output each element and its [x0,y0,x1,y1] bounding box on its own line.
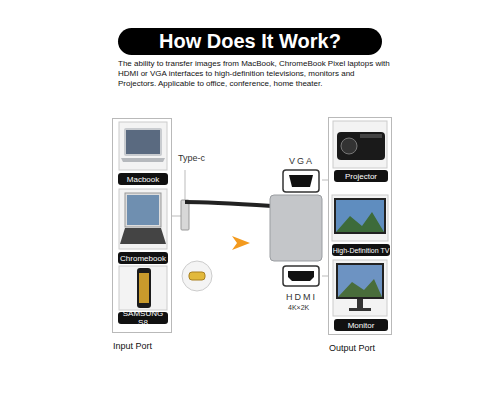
plug-detail [189,272,205,280]
port-group: Input PortMacbookChromebookSAMSUNG S8 [112,118,172,333]
device-label: Monitor [334,319,388,331]
port-label: Type-c [178,153,205,163]
device-label: Macbook [118,173,168,185]
node-text: Output Port [329,343,375,353]
leader-line [185,170,186,200]
laptop-keyboard [120,228,166,244]
caption-text: The ability to transfer images from MacB… [118,59,390,89]
picture-frame [119,189,167,249]
picture-frame [333,260,387,316]
projector-vent [360,134,382,138]
device-label: SAMSUNG S8 [118,312,168,324]
hdmi-socket [288,271,314,281]
picture-frame [119,266,167,310]
adapter-body [270,195,322,261]
projector-body [337,132,385,160]
phone-body [137,268,151,308]
port-group: Output PortProjectorHigh-Definition TVMo… [328,117,392,335]
cable [185,202,272,206]
monitor-screen [338,265,382,297]
picture-frame [119,122,167,170]
port-label: VGA [289,156,314,166]
vga-socket [289,175,313,187]
laptop-screen [127,195,159,225]
port-label: 4K×2K [288,304,309,311]
node-text: High-Definition TV [333,247,390,254]
monitor-stand [357,299,363,308]
projector-lens [341,138,357,154]
picture-frame [332,195,388,241]
plug-inset [182,261,212,291]
laptop-screen [126,130,160,154]
phone-screen [139,273,149,303]
usb-c-plug [181,200,189,230]
port-label: HDMI [286,292,317,302]
node-text: Projector [345,172,377,181]
device-label: Projector [334,170,388,182]
laptop-base [121,158,165,162]
laptop-lid [125,193,161,227]
laptop-lid [124,128,162,156]
node-text: Monitor [348,321,375,330]
node-text: Input Port [113,341,152,351]
tv-landscape [336,212,384,232]
tv-bezel [334,198,386,234]
tv-screen [336,200,384,232]
device-label: High-Definition TV [332,244,390,256]
monitor-foot [349,308,371,311]
vga-port [283,170,319,192]
title-banner: How Does It Work? [118,28,382,55]
node-text: SAMSUNG S8 [118,309,168,327]
node-text: Chromebook [120,254,166,263]
node-text: Macbook [127,175,159,184]
picture-frame [333,121,387,168]
monitor-landscape [338,279,382,297]
monitor-bezel [336,263,384,299]
hdmi-port [283,266,319,286]
direction-arrow [232,236,250,250]
device-label: Chromebook [118,252,168,264]
